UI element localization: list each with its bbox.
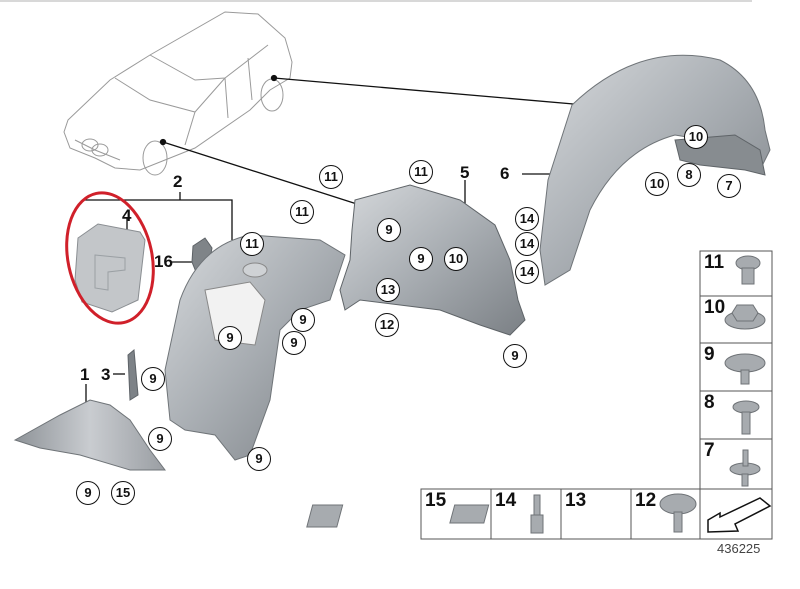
label-part-6: 6 [500,164,510,183]
legend-number: 13 [565,490,587,511]
callout-9: 9 [148,427,172,451]
part-4-shape [74,223,146,313]
catalog-number: 436225 [717,541,761,556]
callout-9: 9 [503,344,527,368]
legend-number: 7 [704,440,715,461]
callout-9: 9 [291,308,315,332]
callout-14: 14 [515,260,539,284]
legend-cell-12: 12 [631,489,701,539]
legend-cell-15: 15 [421,489,491,539]
legend-number: 11 [704,252,725,273]
callout-8: 8 [677,163,701,187]
label-part-5: 5 [460,163,470,182]
callout-11: 11 [290,200,314,224]
part-6-shape [539,54,771,286]
legend-number: 12 [635,490,657,511]
legend-cell-10: 10 [700,296,772,344]
callout-9: 9 [76,481,100,505]
highlight-ellipse [65,191,155,325]
callout-10: 10 [684,125,708,149]
label-part-1: 1 [80,365,90,384]
callout-9: 9 [377,218,401,242]
callout-10: 10 [444,247,468,271]
label-part-4: 4 [122,206,132,225]
part-1-shape [13,399,166,471]
legend-cell-8: 8 [700,391,772,439]
callout-15: 15 [111,481,135,505]
top-border [0,0,752,2]
callout-9: 9 [218,326,242,350]
label-part-16: 16 [154,252,173,271]
callout-10: 10 [645,172,669,196]
view-direction-arrow-icon [707,497,772,533]
legend-cell-14: 14 [491,489,561,539]
callout-14: 14 [515,232,539,256]
legend-cell-9: 9 [700,343,772,391]
callout-9: 9 [141,367,165,391]
callout-14: 14 [515,207,539,231]
callout-11: 11 [240,232,264,256]
callout-11: 11 [319,165,343,189]
callout-9: 9 [282,331,306,355]
legend-number: 14 [495,490,517,511]
label-part-2: 2 [173,172,183,191]
vehicle-outline [63,11,293,176]
legend-number: 10 [704,297,726,318]
legend-cell-13: 13 [561,489,631,539]
callout-12: 12 [375,313,399,337]
callout-7: 7 [717,174,741,198]
callout-9: 9 [247,447,271,471]
callout-9: 9 [409,247,433,271]
callout-13: 13 [376,278,400,302]
legend-number: 15 [425,490,447,511]
legend-cell-7: 7 [700,439,772,489]
label-part-3: 3 [101,365,111,384]
callout-11: 11 [409,160,433,184]
legend-number: 8 [704,392,715,413]
legend-cell-11: 11 [700,251,772,297]
part-3-shape [127,349,139,401]
legend-number: 9 [704,344,715,365]
